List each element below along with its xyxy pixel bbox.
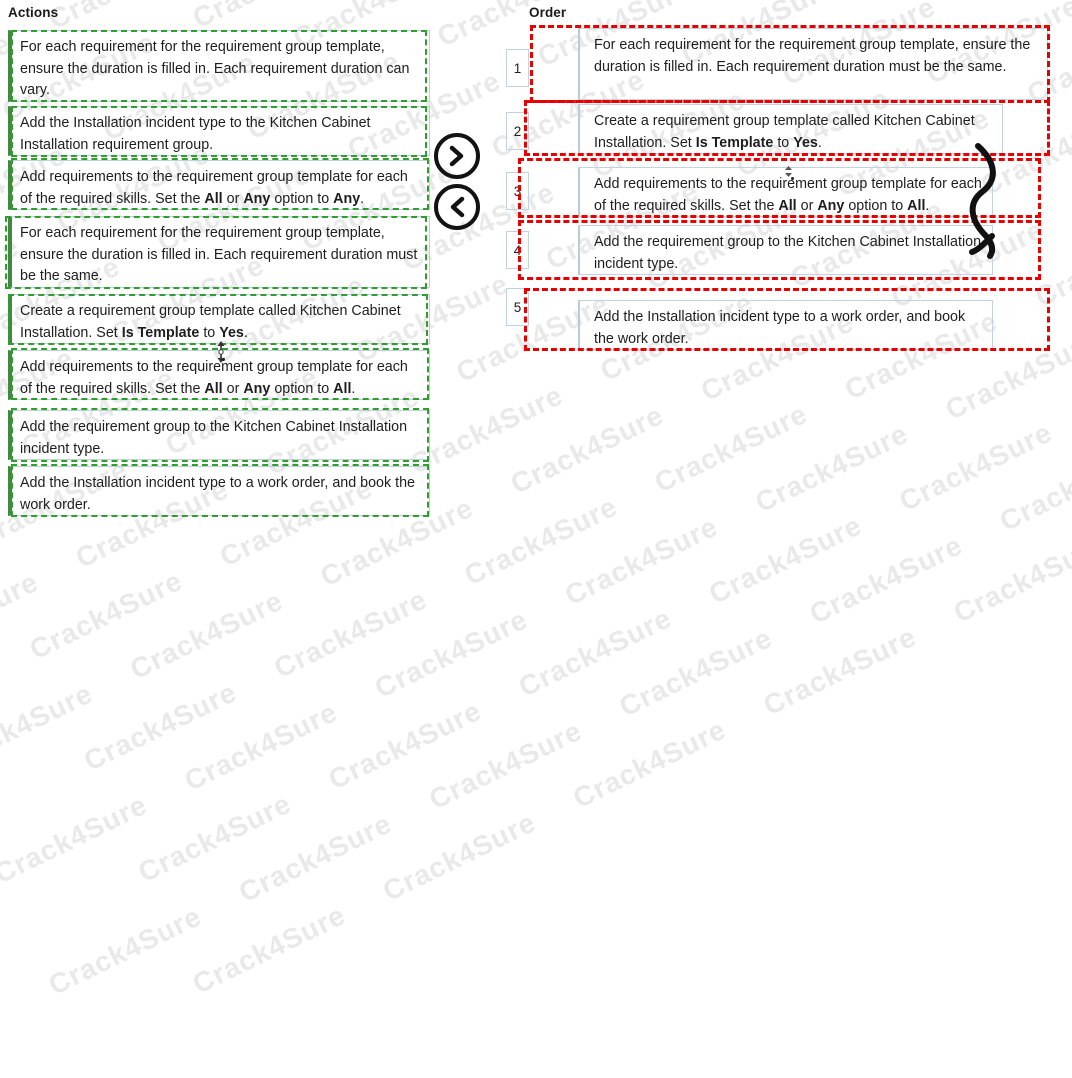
action-card-text: Add the requirement group to the Kitchen… xyxy=(20,419,408,457)
chevron-left-icon xyxy=(450,196,465,218)
order-number-box: 1 xyxy=(506,49,529,87)
action-card-text: For each requirement for the requirement… xyxy=(20,39,410,98)
order-card-text: Add requirements to the requirement grou… xyxy=(594,176,982,214)
action-card-text: Add requirements to the requirement grou… xyxy=(20,169,408,207)
watermark-row: Crack4SureCrack4SureCrack4SureCrack4Sure… xyxy=(242,639,1072,1078)
order-card[interactable]: For each requirement for the requirement… xyxy=(578,28,1048,100)
ink-dot-left xyxy=(222,358,225,361)
order-card-text: For each requirement for the requirement… xyxy=(594,37,1031,75)
action-card[interactable]: Add requirements to the requirement grou… xyxy=(8,350,430,400)
order-card[interactable]: Add requirements to the requirement grou… xyxy=(578,167,993,217)
action-card[interactable]: For each requirement for the requirement… xyxy=(8,30,430,102)
action-card[interactable]: For each requirement for the requirement… xyxy=(8,216,430,288)
action-card[interactable]: Add the Installation incident type to a … xyxy=(8,466,430,516)
order-card-text: Add the Installation incident type to a … xyxy=(594,309,966,347)
actions-column-title: Actions xyxy=(8,5,59,20)
order-number-box: 5 xyxy=(506,288,529,326)
move-right-button[interactable] xyxy=(434,133,480,179)
action-card-text: Create a requirement group template call… xyxy=(20,303,401,341)
action-card-text: Add requirements to the requirement grou… xyxy=(20,359,408,397)
chevron-right-icon xyxy=(449,145,464,167)
order-number: 2 xyxy=(513,123,522,139)
action-card-text: For each requirement for the requirement… xyxy=(20,225,418,284)
order-number-box: 4 xyxy=(506,231,529,269)
order-number-box: 3 xyxy=(506,172,529,210)
order-number: 5 xyxy=(513,299,522,315)
order-card[interactable]: Add the Installation incident type to a … xyxy=(578,300,993,350)
question-page: Actions Order For each requirement for t… xyxy=(5,5,1050,517)
action-card[interactable]: Add the requirement group to the Kitchen… xyxy=(8,410,430,460)
move-left-button[interactable] xyxy=(434,184,480,230)
action-card-text: Add the Installation incident type to th… xyxy=(20,115,371,153)
order-card-text: Add the requirement group to the Kitchen… xyxy=(594,234,982,272)
order-number-box: 2 xyxy=(506,112,529,150)
action-card[interactable]: Add requirements to the requirement grou… xyxy=(8,160,430,210)
order-number: 3 xyxy=(513,183,522,199)
order-card-text: Create a requirement group template call… xyxy=(594,113,975,151)
ink-dot-order xyxy=(791,177,794,180)
order-column-title: Order xyxy=(529,5,567,20)
action-card-text: Add the Installation incident type to a … xyxy=(20,475,416,513)
order-number: 1 xyxy=(513,60,522,76)
order-card[interactable]: Create a requirement group template call… xyxy=(578,104,1003,154)
action-card[interactable]: Create a requirement group template call… xyxy=(8,294,430,344)
order-number: 4 xyxy=(513,242,522,258)
action-card[interactable]: Add the Installation incident type to th… xyxy=(8,106,430,156)
order-card[interactable]: Add the requirement group to the Kitchen… xyxy=(578,225,993,275)
